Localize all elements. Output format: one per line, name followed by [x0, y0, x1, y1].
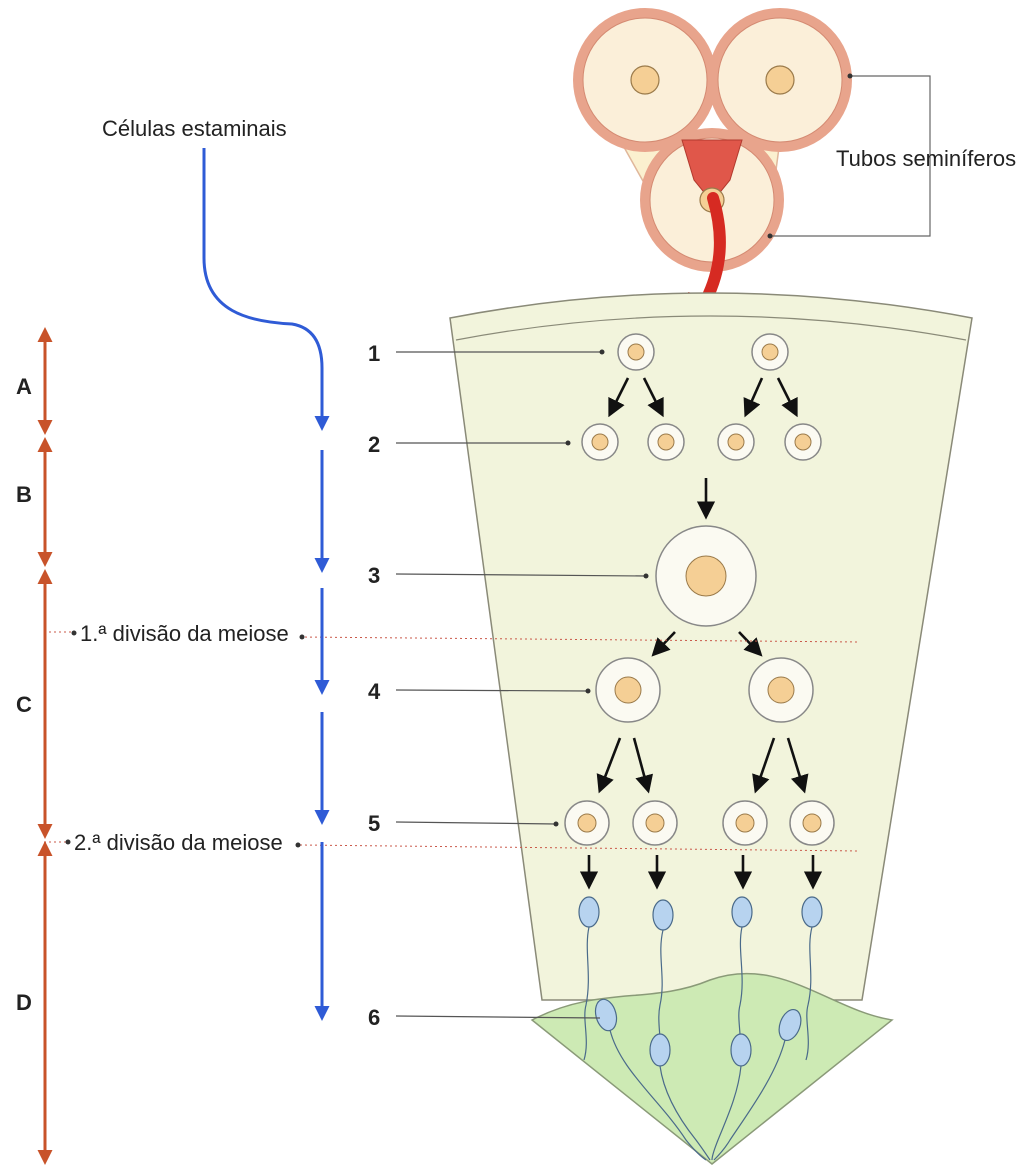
callout-number-5: 5 — [368, 811, 380, 836]
sperm-head — [732, 897, 752, 927]
callout-number-6: 6 — [368, 1005, 380, 1030]
tubes-label: Tubos seminíferos — [836, 146, 1016, 171]
sperm-head — [653, 900, 673, 930]
section-body — [450, 293, 972, 1000]
stage-c-label: C — [16, 692, 32, 717]
nucleus — [686, 556, 726, 596]
nucleus — [728, 434, 744, 450]
sperm-head — [579, 897, 599, 927]
nucleus — [795, 434, 811, 450]
nucleus — [762, 344, 778, 360]
nucleus — [768, 677, 794, 703]
seminiferous-tubes: Tubos seminíferos — [573, 8, 1016, 322]
callout-number-2: 2 — [368, 432, 380, 457]
callout-number-4: 4 — [368, 679, 381, 704]
stem-cells-label: Células estaminais — [102, 116, 287, 141]
callout-number-3: 3 — [368, 563, 380, 588]
dot — [566, 441, 571, 446]
tube-center-right — [766, 66, 794, 94]
dot — [296, 843, 301, 848]
sperm-head — [731, 1034, 751, 1066]
meiosis-1-label: 1.ª divisão da meiose — [80, 621, 289, 646]
bracket-dot-top — [848, 74, 853, 79]
nucleus — [658, 434, 674, 450]
stage-b-label: B — [16, 482, 32, 507]
nucleus — [736, 814, 754, 832]
nucleus — [646, 814, 664, 832]
sperm-head — [650, 1034, 670, 1066]
sperm-head — [802, 897, 822, 927]
dot — [66, 840, 71, 845]
nucleus — [592, 434, 608, 450]
tubule-section — [450, 293, 972, 1164]
dot — [554, 822, 559, 827]
meiosis-2-label: 2.ª divisão da meiose — [74, 830, 283, 855]
nucleus — [578, 814, 596, 832]
tube-center-left — [631, 66, 659, 94]
nucleus — [615, 677, 641, 703]
stage-a-label: A — [16, 374, 32, 399]
nucleus — [803, 814, 821, 832]
dot — [72, 631, 77, 636]
dot — [600, 350, 605, 355]
dot — [586, 689, 591, 694]
nucleus — [628, 344, 644, 360]
stage-d-label: D — [16, 990, 32, 1015]
dot — [300, 635, 305, 640]
dot — [644, 574, 649, 579]
bracket-dot-bottom — [768, 234, 773, 239]
callout-number-1: 1 — [368, 341, 380, 366]
stem-cell-flow — [204, 148, 322, 1018]
stem-cell-curve — [204, 148, 322, 428]
